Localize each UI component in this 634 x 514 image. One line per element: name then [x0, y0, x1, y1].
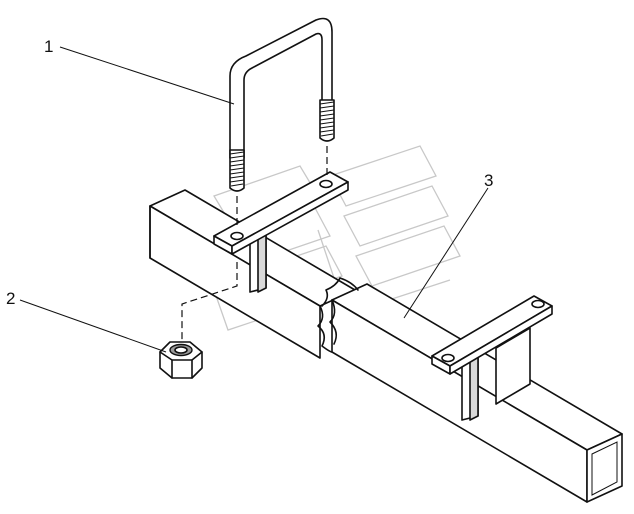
callout-2: 2	[6, 289, 167, 353]
callout-3: 3	[403, 171, 493, 319]
callout-1-label: 1	[44, 37, 53, 56]
beam-end-opening	[591, 441, 618, 496]
left-mounting-bracket	[213, 171, 349, 293]
right-bracket-gusset	[495, 327, 531, 405]
hex-nut	[159, 341, 203, 379]
u-bolt	[229, 17, 335, 192]
callout-3-label: 3	[484, 171, 493, 190]
right-plate-hole-back	[531, 299, 545, 309]
left-plate-hole-back	[319, 179, 333, 189]
left-plate-hole-front	[230, 231, 244, 241]
break-mark-top	[321, 277, 359, 307]
break-mark-front	[317, 305, 333, 353]
callout-2-label: 2	[6, 289, 15, 308]
right-mounting-bracket	[431, 295, 553, 421]
callout-1: 1	[44, 37, 235, 105]
assembly-lines	[181, 146, 328, 340]
right-plate-hole-front	[441, 353, 455, 363]
beam-end-face	[586, 433, 623, 503]
